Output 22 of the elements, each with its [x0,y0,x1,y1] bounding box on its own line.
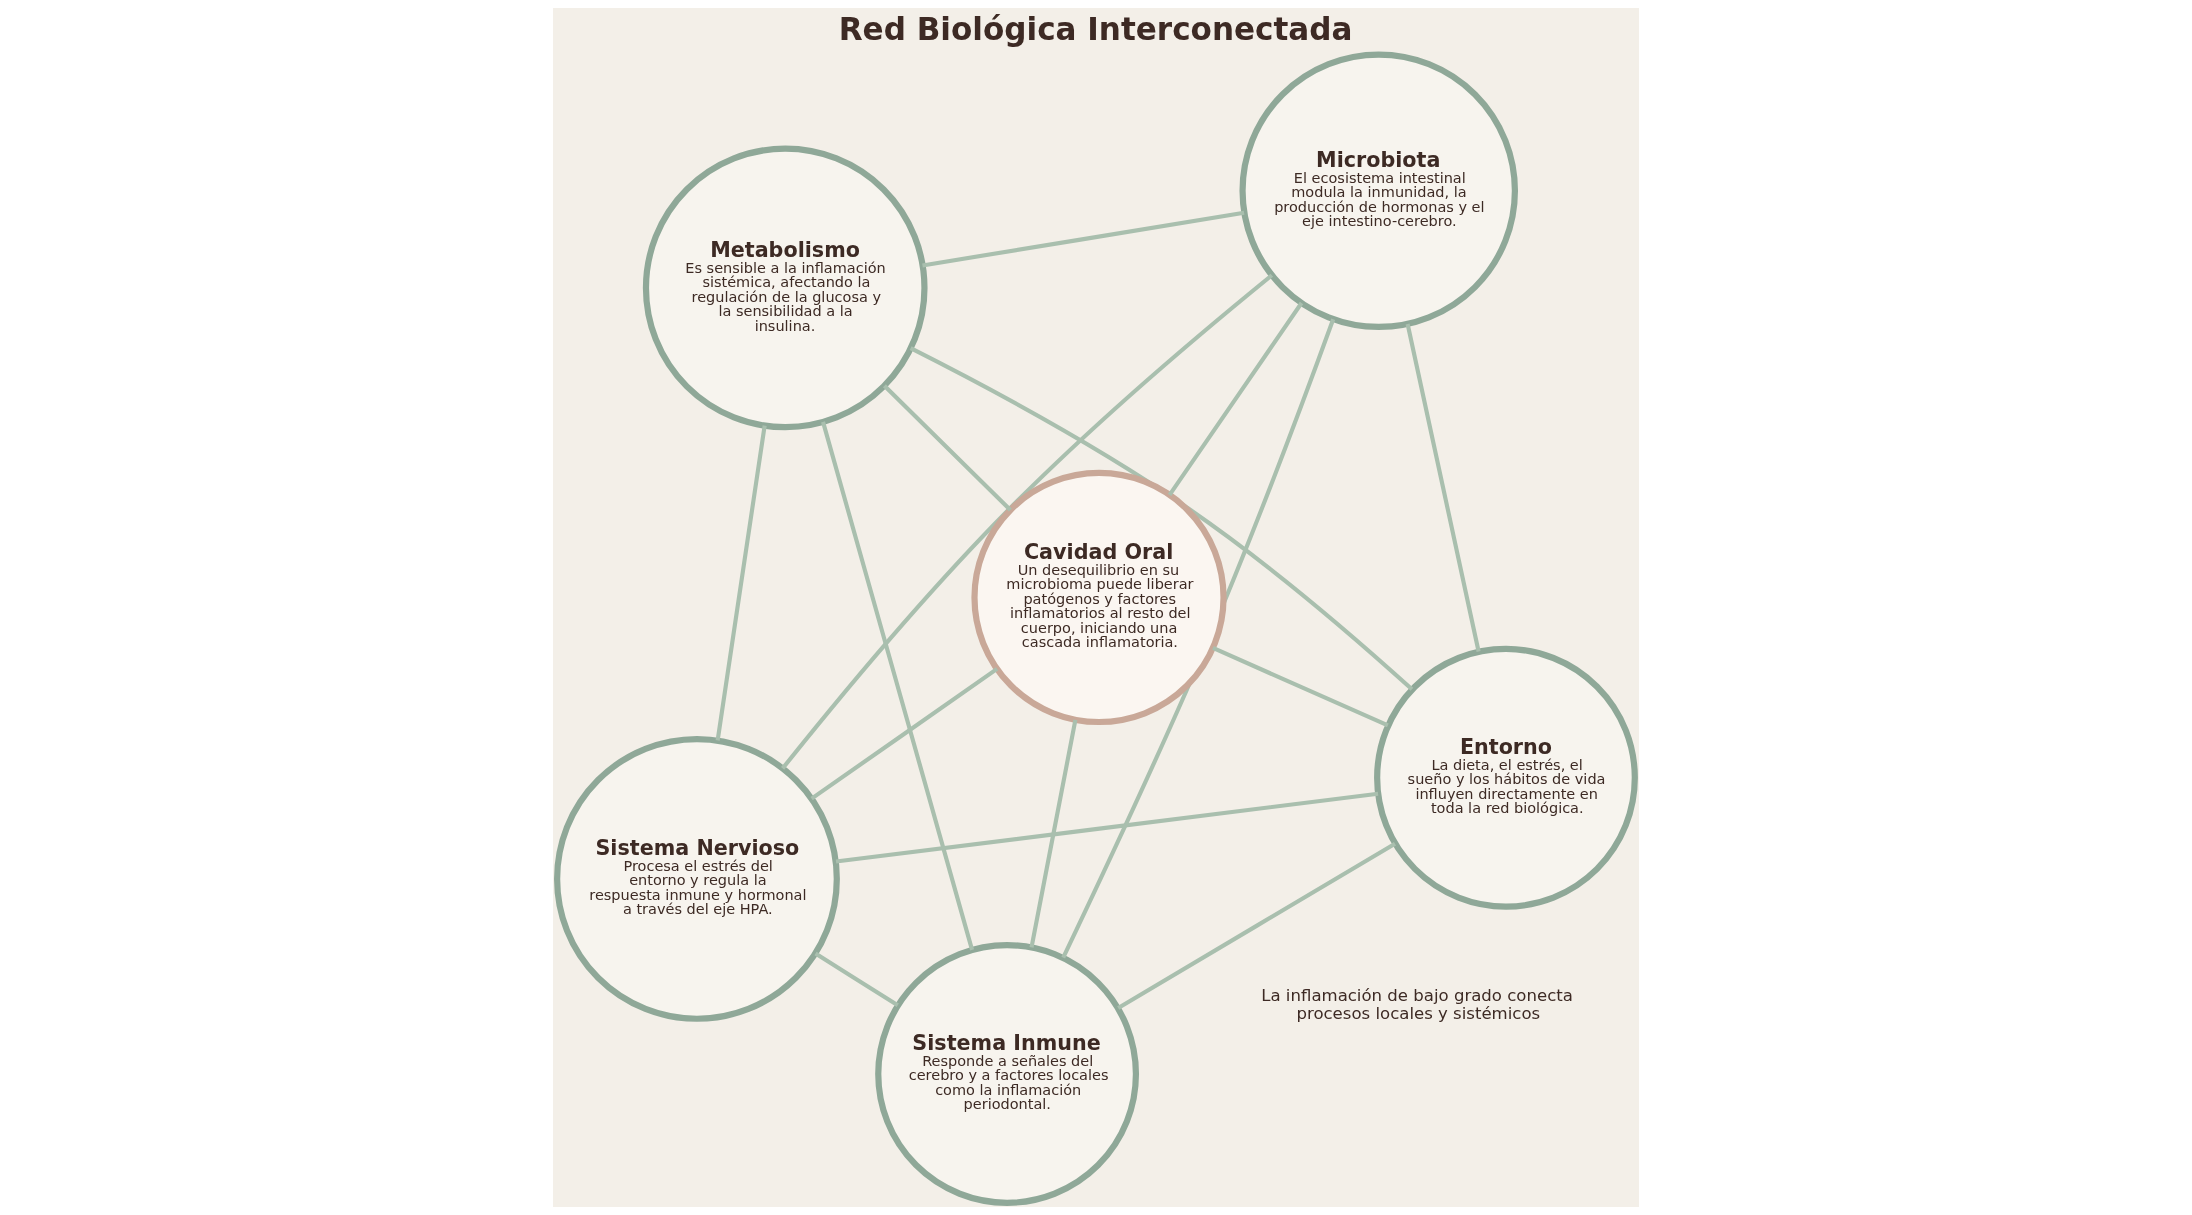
node-circle: Metabolismo Es sensible a la inflamación sistémica, afectando la regulación de la glucosa y la sensibilidad a la insulina. [642,145,928,431]
connector [814,951,899,1007]
diagram-title: Red Biológica Interconectada [838,11,1353,48]
connector [821,421,975,951]
connector [810,667,999,801]
connector [1117,841,1396,1010]
connector [781,273,1274,770]
connector [715,425,767,741]
connector [922,210,1245,268]
node-circle: Sistema Inmune Responde a señales del cerebro y a factores locales como la inflamación periodontal. [875,942,1140,1206]
node-circle: Microbiota El ecosistema intestinal modula la inmunidad, la producción de hormonas y el eje intestino-cerebro. [1239,51,1518,331]
connector [909,346,1414,691]
connector [835,791,1379,864]
node-circle: Sistema Nervioso Procesa el estrés del entorno y regula la respuesta inmune y hormonal a través del eje HPA. [554,735,840,1022]
node-circle: Entorno La dieta, el estrés, el sueño y los hábitos de vida influyen directamente en toda la red biológica. [1374,645,1638,910]
connector [1167,301,1304,497]
connector [1212,646,1389,728]
label: La inflamación de bajo grado conecta procesos locales y sistémicos [1261,985,1573,1024]
connector [1405,323,1481,652]
connector [1029,719,1078,948]
node-circle: Cavidad Oral Un desequilibrio en su microbioma puede liberar patógenos y factores inflamatorios al resto del cuerpo, iniciando una cascada inflamatoria. [971,469,1227,726]
connector [882,384,1012,512]
